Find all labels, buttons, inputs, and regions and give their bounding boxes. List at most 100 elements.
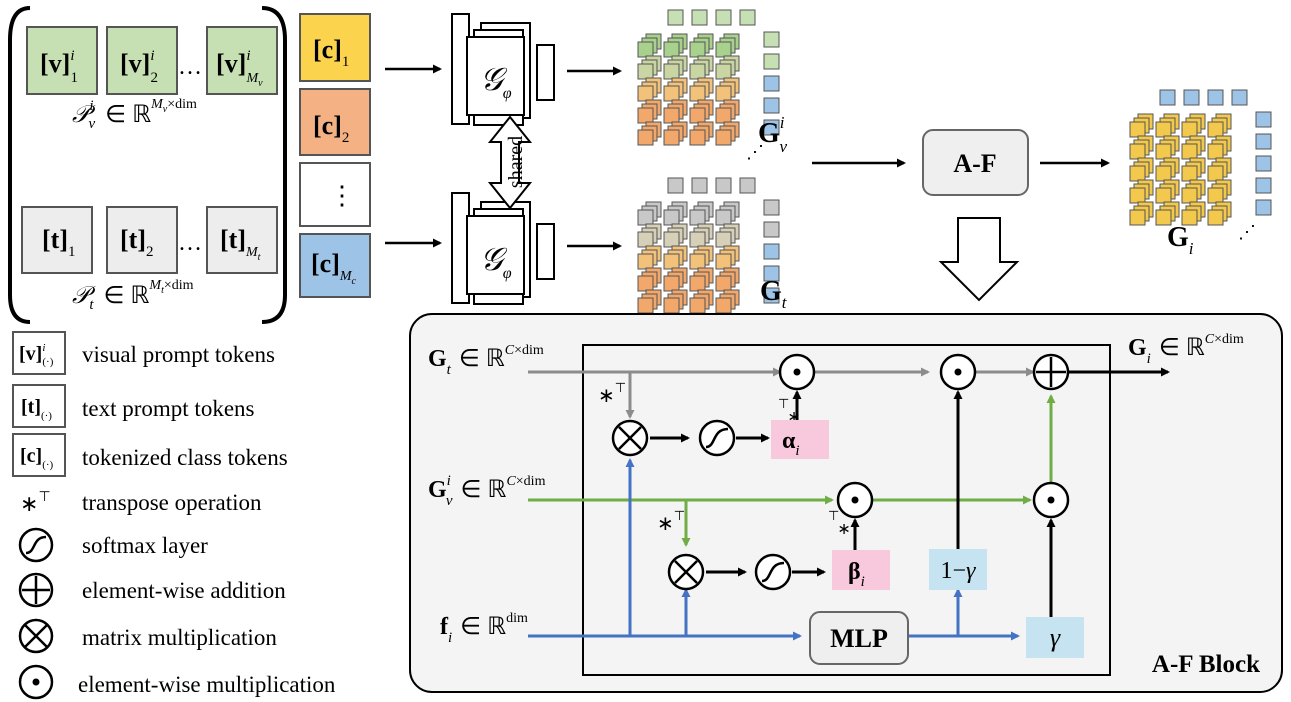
- cluster-top-token: [691, 9, 708, 26]
- cluster-stack-token: [1181, 187, 1198, 204]
- gt-path: [528, 367, 1035, 419]
- cluster-top-token: [1207, 89, 1224, 106]
- cluster-stack-token: [637, 107, 654, 124]
- cluster-side-token: [763, 31, 780, 48]
- transpose-icon: ∗⊤: [20, 490, 51, 516]
- af-module: [922, 129, 1029, 196]
- cluster-stack-token: [715, 63, 732, 80]
- f-path: [528, 458, 1020, 641]
- cluster-stack-token: [663, 107, 680, 124]
- cluster-top-token: [667, 9, 684, 26]
- cluster-side-token: [763, 199, 780, 216]
- cluster-stack-token: [637, 231, 654, 248]
- legend-item-visual: visual prompt tokens: [82, 342, 275, 367]
- cluster-stack-token: [1129, 165, 1146, 182]
- cluster-stack-token: [715, 41, 732, 58]
- cluster-stack-token: [1155, 187, 1172, 204]
- matmul-op-2: [667, 553, 705, 591]
- one-minus-gamma-box: [929, 549, 987, 590]
- legend-item-transpose: transpose operation: [82, 490, 262, 515]
- cluster-stack-token: [663, 129, 680, 146]
- cluster-stack-token: [715, 253, 732, 270]
- cluster-side-token: [763, 221, 780, 238]
- cluster-stack-token: [637, 41, 654, 58]
- mlp-box: [809, 611, 909, 665]
- dot-op-3: [836, 481, 874, 519]
- dot-icon: [18, 664, 54, 700]
- dot-op-1: [778, 353, 816, 391]
- legend-item-matmul: matrix multiplication: [82, 625, 277, 650]
- cluster-stack-token: [663, 85, 680, 102]
- gv-path: [528, 394, 1056, 547]
- legend-class-token-icon: [12, 433, 66, 477]
- cluster-side-token: [1255, 199, 1272, 216]
- legend-item-add: element-wise addition: [82, 578, 286, 603]
- cluster-stack-token: [689, 41, 706, 58]
- gt-label: Gt: [760, 276, 788, 312]
- class-tokens: [c]1 [c]2 ⋮ [c]Mc: [299, 13, 371, 298]
- visual-token-2: [106, 26, 178, 95]
- encoder-bottom: 𝒢φ: [451, 192, 555, 305]
- input-gt-label: Gt∈ ℝC×dim: [428, 343, 544, 378]
- dot-op-2: [939, 353, 977, 391]
- cluster-side-token: [763, 75, 780, 92]
- cluster-side-token: [763, 265, 780, 282]
- legend: [v]i(·) visual prompt tokens [t](·) text…: [12, 331, 336, 700]
- legend-text-token-icon: [12, 384, 66, 428]
- cluster-stack-token: [637, 209, 654, 226]
- cluster-stack-token: [637, 63, 654, 80]
- cluster-stack-token: [1207, 187, 1224, 204]
- cluster-stack-token: [637, 297, 654, 314]
- output-gi-label: Gi∈ ℝC×dim: [1128, 332, 1244, 367]
- input-f-label: fi∈ ℝdim: [440, 611, 528, 646]
- beta-label: βi: [848, 559, 865, 590]
- cluster-stack-token: [689, 275, 706, 292]
- cluster-side-token: [763, 119, 780, 136]
- transpose-mark-4: ⊤∗: [828, 508, 851, 538]
- cluster-stack-token: [1129, 143, 1146, 160]
- visual-token-1: [26, 26, 98, 95]
- right-paren: [261, 6, 287, 324]
- class-token-dots: [299, 162, 371, 227]
- text-prompt-tokens: [t]1 [t]2 … [t]Mt 𝒫t∈ ℝMt×dim: [21, 206, 278, 313]
- matmul-op-1: [611, 419, 649, 457]
- left-paren: [8, 6, 31, 324]
- cluster-top-token: [1231, 89, 1248, 106]
- cluster-stack-token: [1155, 143, 1172, 160]
- expand-arrow: [938, 217, 1020, 302]
- cluster-top-token: [691, 177, 708, 194]
- visual-token-m: [206, 26, 278, 95]
- alpha-box: [771, 420, 829, 459]
- cluster-stack-token: [689, 209, 706, 226]
- af-block-label: A-F Block: [1152, 651, 1260, 678]
- class-token-1: [299, 13, 371, 82]
- cluster-stack-token: [1155, 209, 1172, 226]
- cluster-stack-token: [689, 297, 706, 314]
- cluster-stack-token: [689, 231, 706, 248]
- cluster-top-token: [739, 177, 756, 194]
- cluster-stack-token: [1129, 121, 1146, 138]
- cluster-stack-token: [1181, 143, 1198, 160]
- encoder-top: 𝒢φ: [451, 13, 555, 126]
- plus-icon: [18, 572, 54, 608]
- text-ellipsis: …: [178, 230, 202, 256]
- cluster-side-token: [763, 287, 780, 304]
- class-token-m: [299, 233, 371, 298]
- cluster-stack-token: [715, 297, 732, 314]
- cluster-stack-token: [1129, 187, 1146, 204]
- mlp-label: MLP: [830, 624, 888, 653]
- cluster-stack-token: [715, 275, 732, 292]
- text-token-1: [21, 206, 93, 274]
- one-minus-gamma-label: 1−γ: [940, 558, 976, 584]
- text-token-2: [106, 206, 178, 274]
- class-token-2: [299, 88, 371, 156]
- gamma-label: γ: [1050, 623, 1061, 652]
- softmax-icon: [18, 527, 54, 563]
- cluster-side-token: [1255, 111, 1272, 128]
- cluster-stack-token: [663, 41, 680, 58]
- cluster-top-token: [715, 9, 732, 26]
- cluster-stack-token: [637, 275, 654, 292]
